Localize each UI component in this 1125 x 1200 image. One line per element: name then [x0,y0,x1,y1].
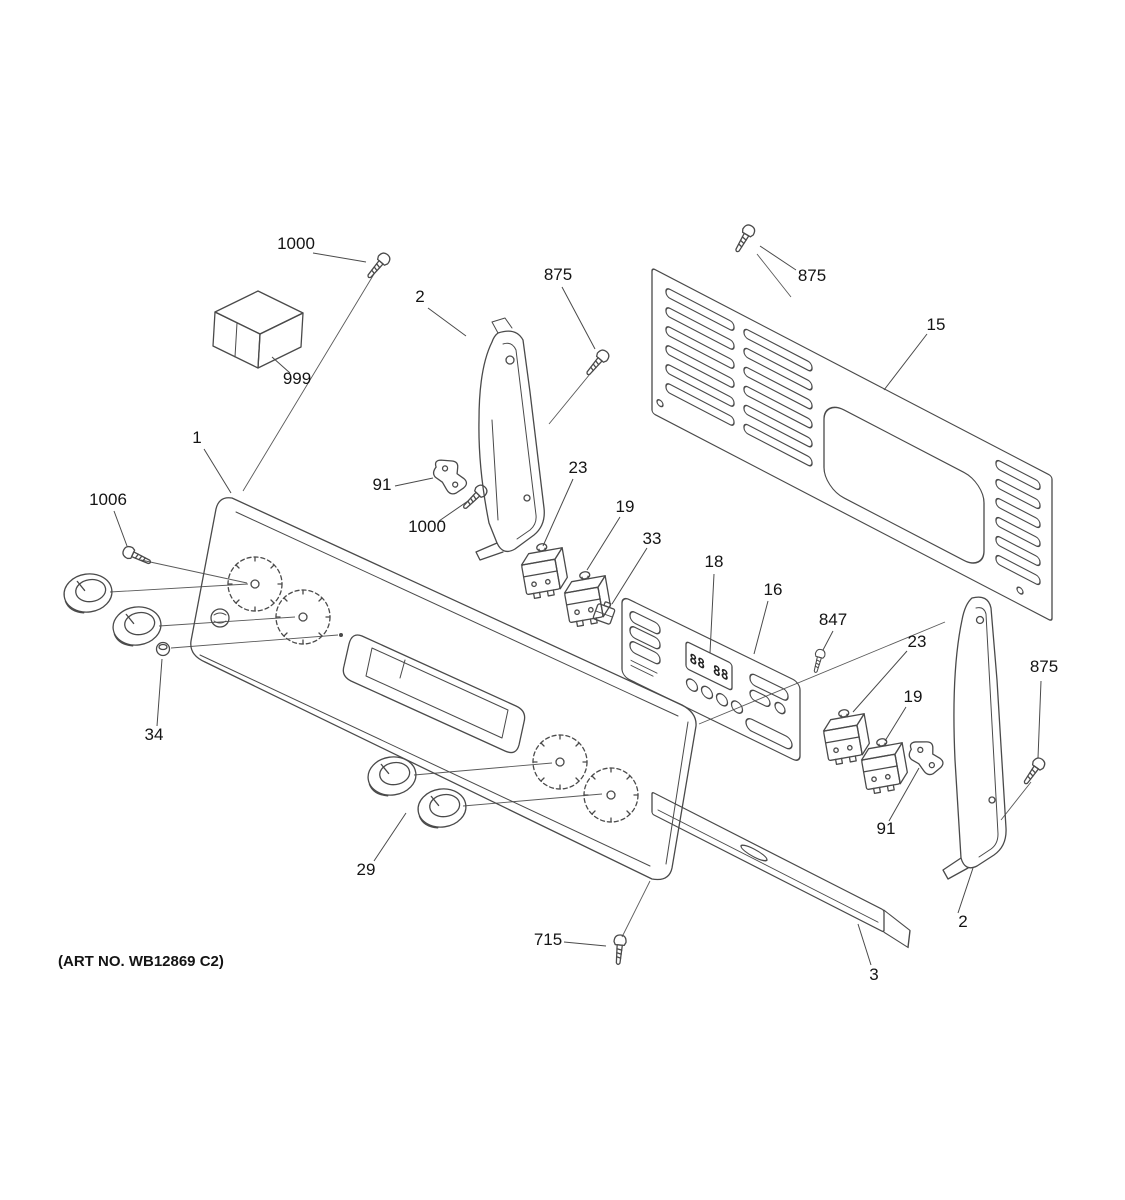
callout-23-left: 23 [569,458,588,477]
screw-875-left [582,347,612,379]
callout-16: 16 [764,580,783,599]
callout-33: 33 [643,529,662,548]
burner-knob-3 [364,753,420,799]
knob-position-mark [227,556,283,612]
callout-875-topright: 875 [798,266,826,285]
callout-2-left: 2 [415,287,424,306]
assembly-lines [109,253,1032,938]
clip-91-right [905,738,947,778]
bottom-trim-3 [651,792,911,949]
art-number: (ART NO. WB12869 C2) [58,953,224,970]
callout-91-right: 91 [877,819,896,838]
cap-34 [155,641,171,657]
burner-knob-1 [60,570,116,616]
spacer-33 [592,601,616,625]
screw-847 [810,647,827,675]
callout-23-right: 23 [908,632,927,651]
callout-875-right: 875 [1030,657,1058,676]
surface-switch-23-left [517,539,571,601]
callout-3: 3 [869,965,878,984]
callout-715: 715 [534,930,562,949]
callout-15: 15 [927,315,946,334]
callout-91-left: 91 [373,475,392,494]
callout-1: 1 [192,428,201,447]
surface-switch-19-left [560,567,614,629]
callout-1006: 1006 [89,490,127,509]
rear-panel-15 [651,268,1053,621]
control-board-16: 88 88 [621,597,801,761]
callout-18: 18 [705,552,724,571]
screw-1000-top [363,250,393,282]
callout-29: 29 [357,860,376,879]
leader-lines [113,245,1042,966]
callout-999: 999 [283,369,311,388]
surface-switch-19-right [857,734,911,796]
knob-position-mark [532,734,588,790]
screw-875-right [1019,755,1048,788]
clip-91-left [428,456,472,498]
side-bracket-right-2 [942,596,1007,880]
callout-1000-top: 1000 [277,234,315,253]
callout-19-left: 19 [616,497,635,516]
callout-19-right: 19 [904,687,923,706]
burner-knob-2 [109,603,165,649]
side-bracket-left-2 [475,317,545,561]
callout-34: 34 [145,725,164,744]
control-panel-1 [190,497,697,881]
callout-847: 847 [819,610,847,629]
callout-875-left: 875 [544,265,572,284]
pack-999 [212,290,304,369]
knob-position-mark [275,589,331,645]
burner-knob-4 [414,785,470,831]
screw-875-topright [730,222,758,256]
screw-1006 [120,543,154,569]
screw-715 [611,933,628,966]
callout-2-right: 2 [958,912,967,931]
ge-logo [210,608,230,628]
handle-cutout [342,634,526,754]
cap-mount-point [339,633,343,637]
callout-1000-lower: 1000 [408,517,446,536]
display-window [685,641,733,691]
